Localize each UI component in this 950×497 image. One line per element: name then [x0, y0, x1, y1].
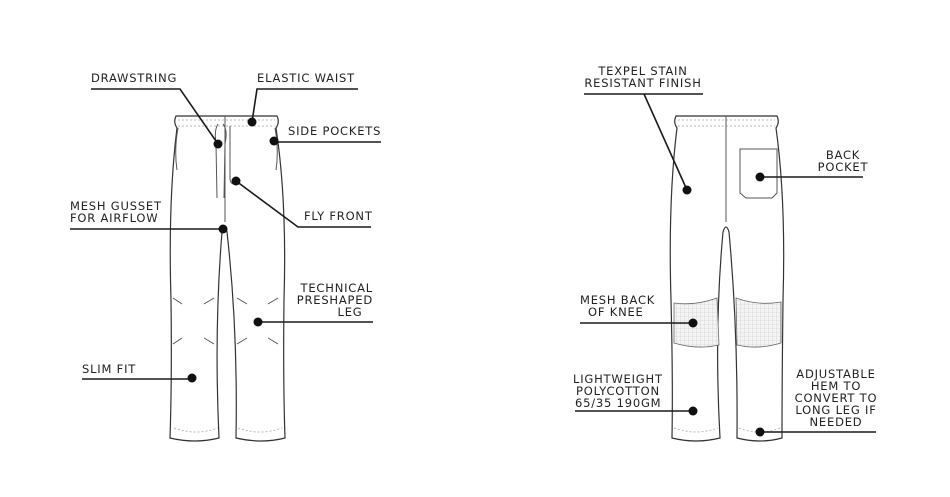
- label-hem-3: CONVERT TO: [795, 391, 878, 405]
- callout-fly-front: FLY FRONT: [231, 176, 373, 228]
- label-side-pockets: SIDE POCKETS: [288, 124, 381, 138]
- label-fly-front: FLY FRONT: [304, 209, 373, 223]
- label-mesh-knee-2: OF KNEE: [588, 305, 644, 319]
- label-texpel-1: TEXPEL STAIN: [597, 64, 687, 78]
- callout-elastic-waist: ELASTIC WAIST: [247, 71, 358, 127]
- callout-back-pocket: BACK POCKET: [755, 148, 869, 182]
- label-fabric-2: POLYCOTTON: [576, 384, 660, 398]
- callout-texpel: TEXPEL STAIN RESISTANT FINISH: [584, 64, 703, 195]
- label-texpel-2: RESISTANT FINISH: [584, 76, 701, 90]
- label-back-pocket-1: BACK: [826, 148, 860, 162]
- callout-slim-fit: SLIM FIT: [82, 362, 197, 383]
- front-pants-illustration: [169, 115, 286, 442]
- label-elastic-waist: ELASTIC WAIST: [257, 71, 355, 85]
- label-fabric-3: 65/35 190GM: [575, 396, 661, 410]
- callout-fabric: LIGHTWEIGHT POLYCOTTON 65/35 190GM: [573, 372, 698, 416]
- label-technical-leg-1: TECHNICAL: [300, 281, 373, 295]
- label-hem-2: HEM TO: [811, 379, 861, 393]
- label-back-pocket-2: POCKET: [818, 160, 869, 174]
- callout-technical-leg: TECHNICAL PRESHAPED LEG: [253, 281, 373, 327]
- label-drawstring: DRAWSTRING: [91, 71, 177, 85]
- label-fabric-1: LIGHTWEIGHT: [573, 372, 663, 386]
- label-hem-1: ADJUSTABLE: [796, 367, 875, 381]
- label-mesh-gusset-1: MESH GUSSET: [70, 199, 162, 213]
- label-mesh-gusset-2: FOR AIRFLOW: [70, 211, 158, 225]
- callout-mesh-knee: MESH BACK OF KNEE: [580, 293, 698, 328]
- label-hem-4: LONG LEG IF: [795, 403, 876, 417]
- label-slim-fit: SLIM FIT: [82, 362, 136, 376]
- label-technical-leg-3: LEG: [338, 305, 363, 319]
- callout-side-pockets: SIDE POCKETS: [269, 124, 381, 146]
- label-technical-leg-2: PRESHAPED: [297, 293, 373, 307]
- callout-adjustable-hem: ADJUSTABLE HEM TO CONVERT TO LONG LEG IF…: [755, 367, 878, 437]
- callout-drawstring: DRAWSTRING: [91, 71, 223, 149]
- label-hem-5: NEEDED: [810, 415, 863, 429]
- label-mesh-knee-1: MESH BACK: [580, 293, 655, 307]
- callout-mesh-gusset: MESH GUSSET FOR AIRFLOW: [70, 199, 228, 234]
- back-pants-illustration: [669, 115, 785, 442]
